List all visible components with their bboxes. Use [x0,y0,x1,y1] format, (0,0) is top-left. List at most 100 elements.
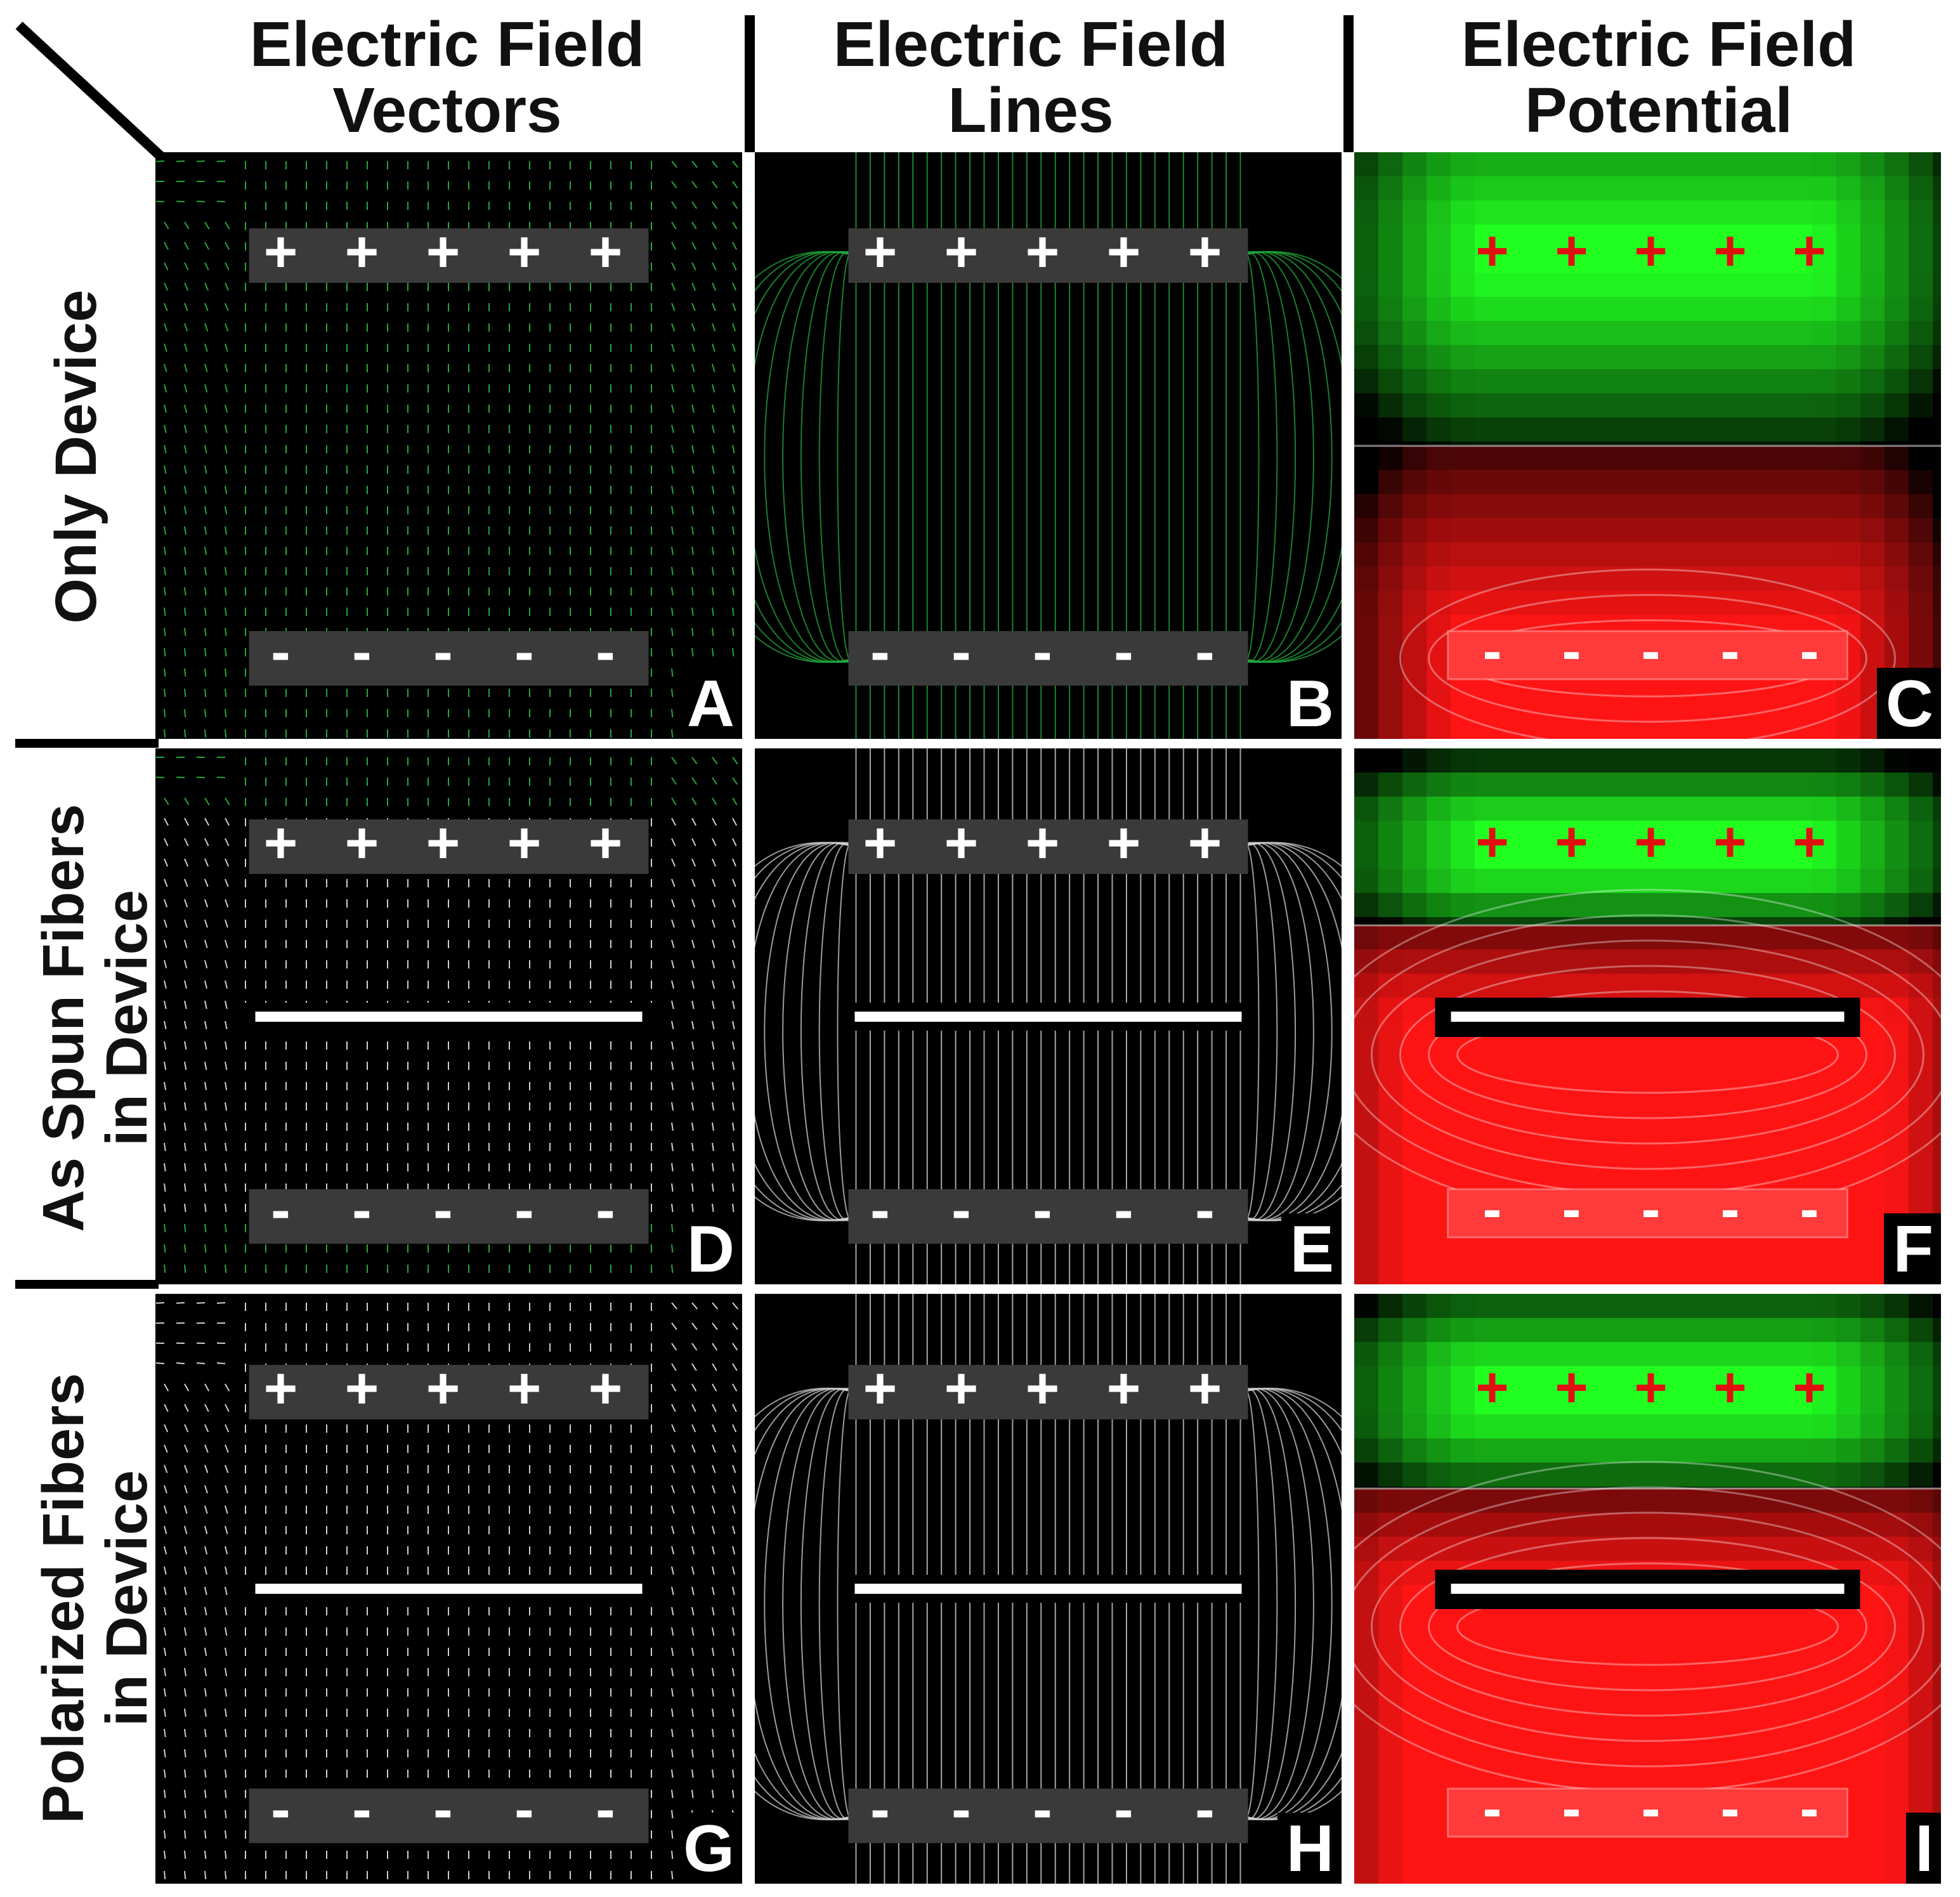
potential-cell [1402,518,1427,542]
potential-cell [1523,1390,1547,1414]
potential-cell [1595,1681,1619,1705]
potential-cell [1523,518,1547,542]
potential-cell [1378,925,1402,949]
potential-cell [1812,1294,1836,1318]
field-vector [691,424,695,433]
field-potential-plot: +-+-+-+-+- [1354,152,1941,739]
field-vector [204,1525,208,1534]
potential-cell [1427,1390,1451,1414]
potential-cell [1933,273,1941,297]
potential-cell [1547,1094,1571,1118]
field-vector [691,757,698,765]
potential-cell [1764,566,1788,590]
potential-cell [1692,1366,1716,1390]
potential-cell [1547,1681,1571,1705]
field-vector [225,343,228,352]
potential-cell [1547,417,1571,441]
field-vector [732,1749,735,1758]
potential-cell [1860,1390,1885,1414]
field-line [1241,1388,1342,1820]
potential-cell [1740,1142,1764,1166]
field-vector [204,1102,207,1111]
potential-cell [1788,869,1812,893]
potential-cell [1354,1366,1378,1390]
potential-cell [1909,615,1933,639]
field-vector [691,587,694,596]
potential-cell [1885,1681,1909,1705]
potential-cell [1547,176,1571,200]
potential-cell [1885,1705,1909,1730]
potential-cell [1595,821,1619,845]
minus-symbol: - [1195,1178,1215,1242]
minus-symbol: - [1800,620,1819,683]
potential-cell [1523,494,1547,518]
potential-cell [1499,735,1523,739]
field-vector [691,1505,695,1514]
potential-cell [1643,1070,1668,1094]
potential-cell [1692,297,1716,321]
field-lines-plot: +-+-+-+-+- [755,748,1342,1284]
potential-cell [1885,1561,1909,1585]
panel-letter: E [1281,1213,1342,1284]
potential-cell [1692,152,1716,176]
potential-cell [1740,797,1764,821]
potential-cell [1619,494,1643,518]
field-vector [204,1566,207,1575]
potential-cell [1475,176,1499,200]
potential-cell [1499,1342,1523,1366]
potential-cell [1909,1022,1933,1046]
potential-cell [1692,1705,1716,1730]
potential-cell [1402,974,1427,998]
field-vector [691,1566,695,1575]
field-vector [204,1444,209,1453]
potential-cell [1716,748,1740,772]
field-vector [691,777,698,785]
field-vector [691,1404,696,1412]
potential-cell [1499,1657,1523,1681]
potential-cell [1740,1094,1764,1118]
field-vector [184,1464,188,1473]
corner-diagonal [15,22,166,161]
field-vector [691,1708,694,1718]
potential-cell [1692,687,1716,711]
potential-cell [1764,845,1788,869]
potential-cell [1451,590,1475,615]
potential-cell [1378,1438,1402,1463]
field-vector [225,607,227,616]
field-vector [225,627,227,637]
field-vector [196,200,206,202]
minus-symbol: - [1721,1178,1740,1241]
field-vector [204,1870,207,1880]
field-vector [732,424,735,433]
field-vector [225,878,229,887]
potential-cell [1885,176,1909,200]
field-vector [184,878,188,887]
panel-e: +-+-+-+-+- E [755,748,1342,1284]
field-vector [176,200,185,202]
potential-cell [1909,1463,1933,1487]
potential-cell [1595,518,1619,542]
field-vector [184,1566,187,1575]
field-vector [712,878,716,887]
potential-cell [1716,1366,1740,1390]
potential-cell [1788,369,1812,393]
potential-cell [1378,590,1402,615]
potential-cell [1378,1239,1402,1263]
field-vector [691,1343,698,1351]
potential-cell [1595,772,1619,797]
potential-cell [1909,893,1933,917]
field-vector [225,1061,228,1070]
potential-cell [1354,748,1378,772]
potential-cell [1788,974,1812,998]
negative-plate [848,1789,1248,1843]
potential-cell [1547,974,1571,998]
potential-cell [1740,297,1764,321]
field-line [755,1388,855,1820]
potential-cell [1354,1263,1378,1284]
potential-cell [1499,1318,1523,1342]
potential-cell [1643,1463,1668,1487]
potential-cell [1402,1366,1427,1390]
field-vector [691,1122,694,1131]
potential-cell [1571,1342,1595,1366]
potential-cell [1788,152,1812,176]
